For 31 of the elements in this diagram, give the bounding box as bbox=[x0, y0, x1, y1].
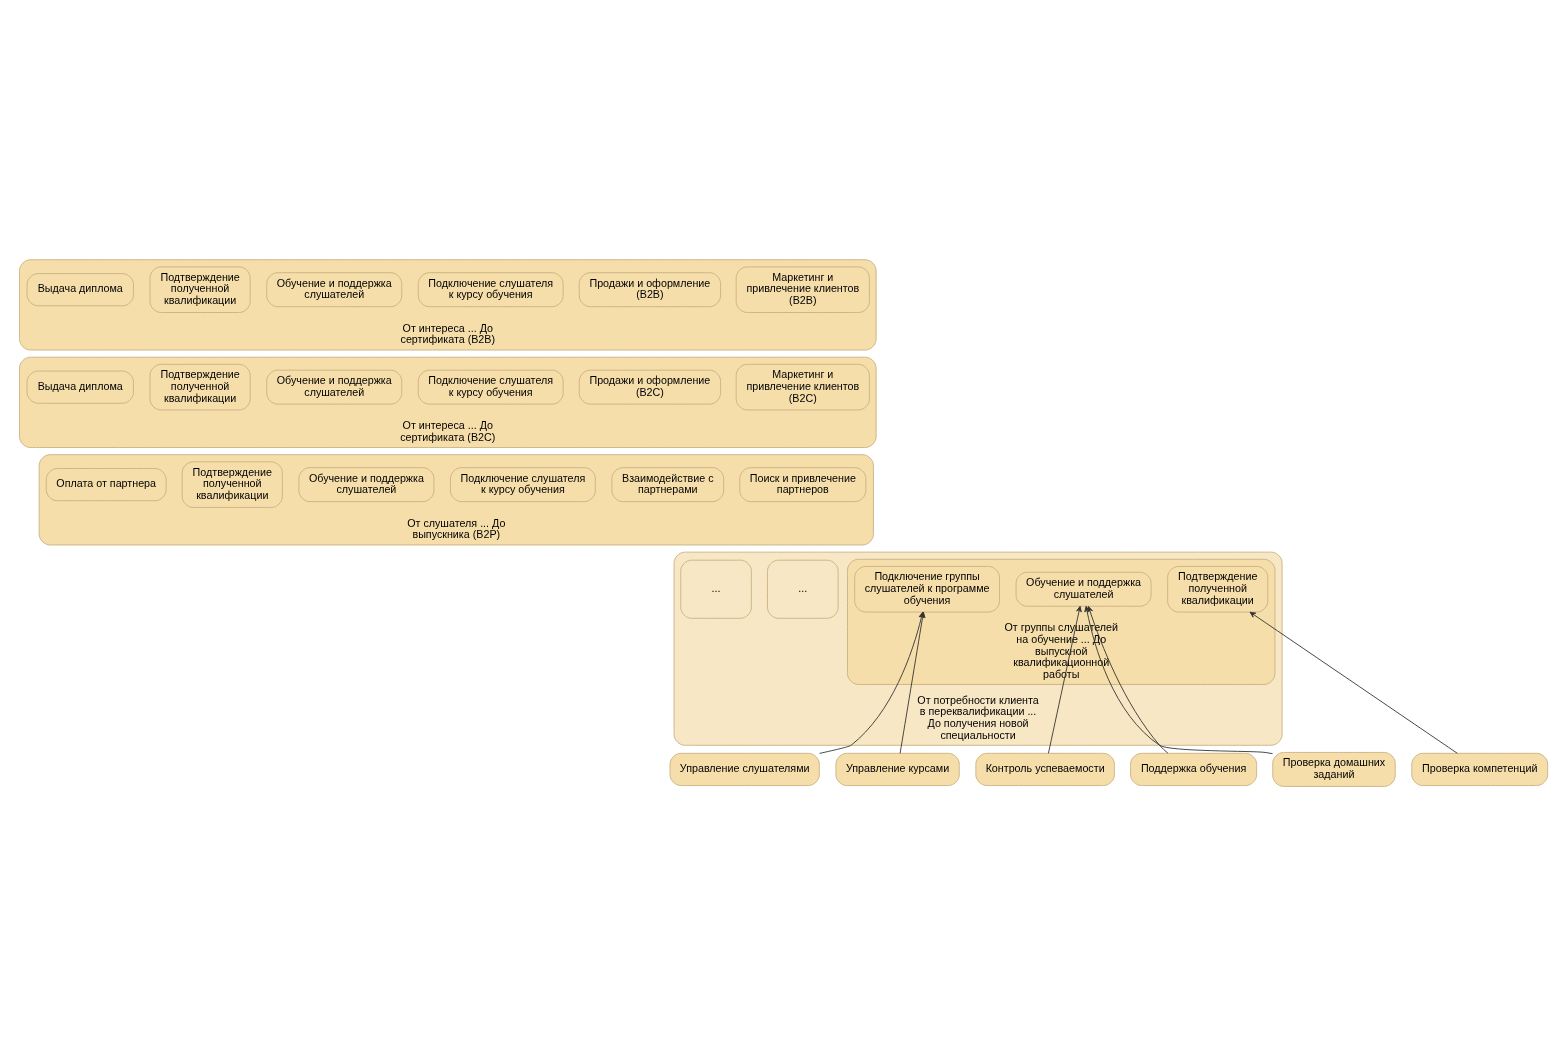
node-box: Управление курсами bbox=[835, 752, 960, 786]
node-box: Маркетинг и привлечение клиентов (B2C) bbox=[735, 363, 870, 410]
node-box: Подтверждение полученной квалификации bbox=[149, 363, 251, 410]
node-box: ... bbox=[767, 559, 839, 619]
node-box: Продажи и оформление (B2B) bbox=[578, 271, 721, 307]
node-box: Подключение слушателя к курсу обучения bbox=[450, 466, 596, 502]
node-box: Подтверждение полученной квалификации bbox=[1167, 565, 1269, 612]
node-box: Подключение слушателя к курсу обучения bbox=[417, 369, 564, 405]
node-box: Подключение слушателя к курсу обучения bbox=[417, 271, 564, 307]
node-box: Поддержка обучения bbox=[1130, 752, 1258, 786]
arrow bbox=[1047, 605, 1082, 754]
node-box: Контроль успеваемости bbox=[975, 752, 1115, 786]
node-box: Проверка домашних заданий bbox=[1272, 751, 1396, 787]
node-box: Подключение группы слушателей к программе обучения bbox=[854, 565, 1000, 612]
node-box: ... bbox=[680, 559, 752, 619]
node-box: Проверка компетенций bbox=[1411, 752, 1549, 786]
node-box: Выдача диплома bbox=[26, 272, 134, 306]
node-box: Обучение и поддержка слушателей bbox=[1015, 571, 1152, 607]
node-box: Взаимодействие с партнерами bbox=[611, 466, 725, 502]
node-box: Подтверждение полученной квалификации bbox=[181, 460, 283, 508]
node-box: Продажи и оформление (B2C) bbox=[578, 369, 721, 405]
node-box: Оплата от партнера bbox=[45, 467, 167, 501]
node-box: Управление слушателями bbox=[669, 752, 820, 786]
node-box: Обучение и поддержка слушателей bbox=[266, 369, 403, 405]
node-box: Обучение и поддержка слушателей bbox=[266, 271, 403, 307]
node-box: Маркетинг и привлечение клиентов (B2B) bbox=[735, 265, 870, 313]
node-box: Подтверждение полученной квалификации bbox=[149, 265, 251, 313]
node-box: Выдача диплома bbox=[26, 370, 134, 404]
arrow bbox=[1249, 611, 1458, 754]
node-box: Поиск и привлечение партнеров bbox=[739, 466, 867, 502]
node-box: Обучение и поддержка слушателей bbox=[298, 466, 435, 502]
